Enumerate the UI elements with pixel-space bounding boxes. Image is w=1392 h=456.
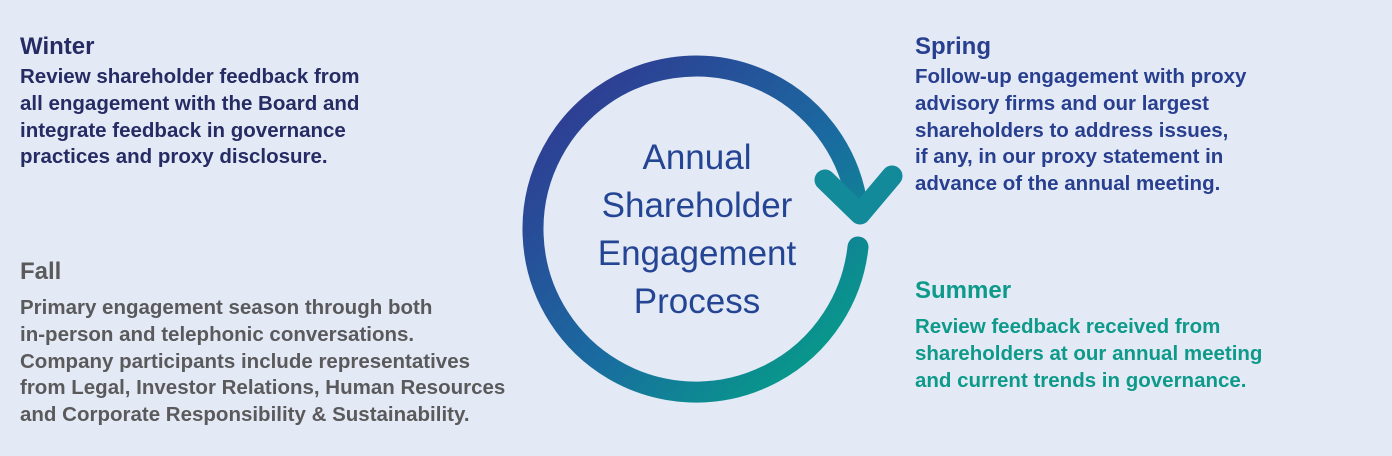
center-line: Engagement	[597, 234, 797, 273]
cycle-arc	[522, 55, 869, 403]
spring-title: Spring	[915, 33, 991, 60]
summer-line: and current trends in governance.	[915, 368, 1247, 392]
winter-line: practices and proxy disclosure.	[20, 145, 328, 169]
fall-line: Primary engagement season through both	[20, 296, 433, 319]
fall-line: and Corporate Responsibility & Sustainab…	[20, 403, 470, 427]
winter-line: all engagement with the Board and	[20, 91, 360, 115]
center-line: Annual	[642, 138, 752, 177]
spring-line: advance of the annual meeting.	[915, 172, 1221, 196]
spring-line: Follow-up engagement with proxy	[915, 65, 1247, 88]
winter-section: Winter Review shareholder feedback from …	[20, 32, 360, 171]
center-line: Shareholder	[601, 186, 793, 225]
fall-line: from Legal, Investor Relations, Human Re…	[20, 376, 506, 400]
spring-line: advisory firms and our largest	[915, 91, 1209, 115]
winter-line: Review shareholder feedback from	[20, 65, 360, 88]
winter-line: integrate feedback in governance	[20, 118, 346, 142]
summer-line: shareholders at our annual meeting	[915, 341, 1263, 365]
summer-line: Review feedback received from	[915, 315, 1221, 338]
fall-section: Fall Primary engagement season through b…	[20, 257, 505, 429]
fall-line: in-person and telephonic conversations.	[20, 322, 415, 346]
arrowhead-icon	[814, 165, 903, 225]
spring-line: shareholders to address issues,	[915, 118, 1229, 142]
fall-line: Company participants include representat…	[20, 349, 470, 373]
summer-title: Summer	[915, 277, 1012, 304]
winter-title: Winter	[20, 33, 95, 60]
summer-section: Summer Review feedback received from sha…	[915, 276, 1262, 394]
center-title: Annual Shareholder Engagement Process	[537, 134, 857, 326]
fall-title: Fall	[20, 258, 62, 285]
spring-section: Spring Follow-up engagement with proxy a…	[915, 32, 1246, 198]
center-line: Process	[633, 282, 761, 321]
spring-line: if any, in our proxy statement in	[915, 145, 1224, 169]
